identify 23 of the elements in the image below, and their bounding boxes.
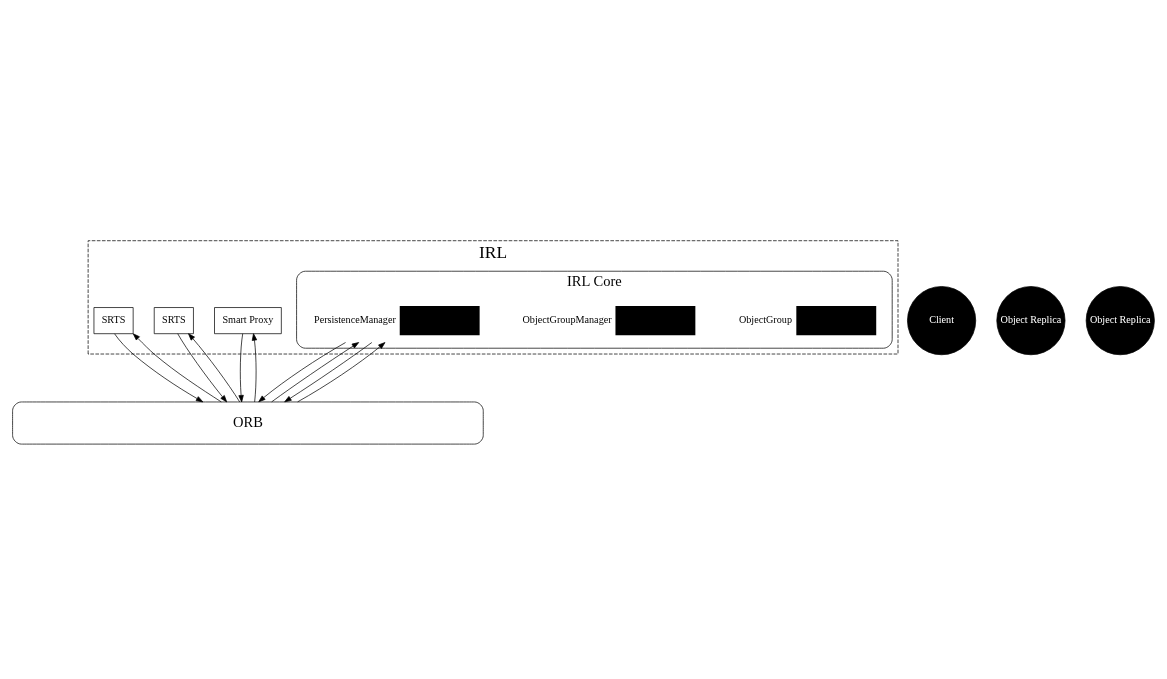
arrow	[251, 333, 258, 403]
arrow	[284, 342, 373, 403]
node-box: SRTS	[153, 307, 194, 335]
node-label: ObjectGroupManager	[522, 314, 612, 326]
arrow	[188, 333, 241, 403]
arrow	[132, 333, 222, 403]
arrow	[271, 342, 360, 403]
node-box: SRTS	[93, 307, 134, 335]
node-label: PersistenceManager	[314, 314, 396, 326]
node-box	[399, 306, 480, 336]
node-circle: Object Replica	[996, 286, 1066, 356]
node-box: Smart Proxy	[214, 307, 282, 335]
node-box: ORB	[12, 401, 484, 445]
node-circle: Client	[907, 286, 977, 356]
node-circle: Object Replica	[1085, 286, 1155, 356]
node-label: ObjectGroup	[738, 314, 792, 326]
node-box	[796, 306, 877, 336]
arrow	[177, 333, 228, 403]
arrow	[114, 333, 204, 403]
arrow	[238, 333, 244, 403]
arrow	[297, 342, 386, 403]
node-box	[615, 306, 696, 336]
arrow	[258, 342, 346, 403]
